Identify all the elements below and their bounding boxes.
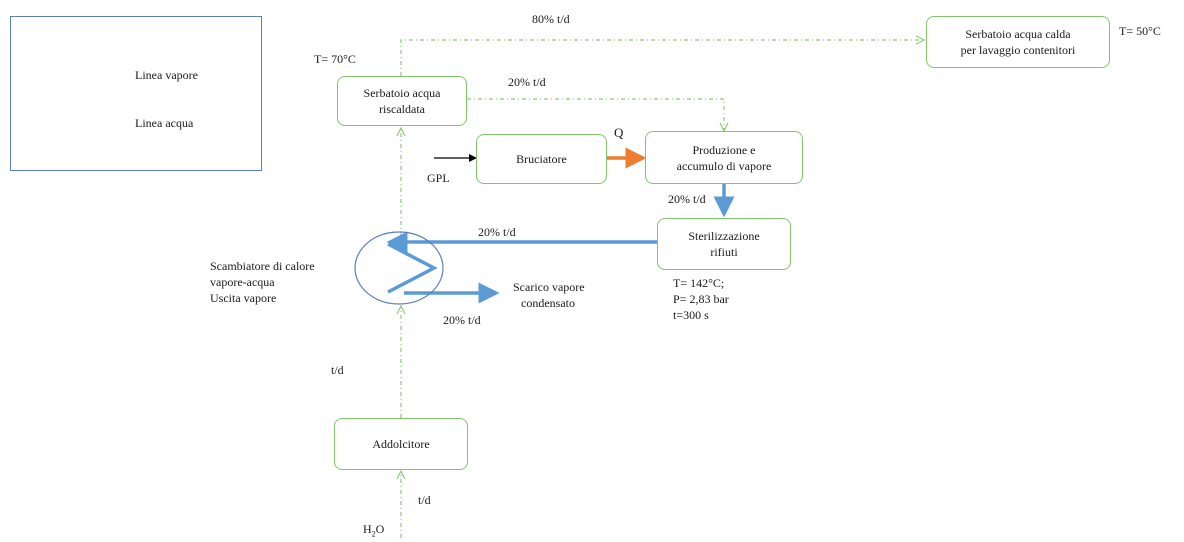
wash-tank-label-2: per lavaggio contenitori (960, 43, 1076, 57)
legend-steam-label: Linea vapore (135, 68, 198, 82)
discharge-label-2: condensato (521, 296, 575, 310)
hx-label-1: Scambiatore di calore (210, 259, 315, 273)
wash-tank-label-1: Serbatoio acqua calda (965, 27, 1071, 41)
hot-water-tank-label-1: Serbatoio acqua (363, 86, 441, 100)
flow-label-20-steam: 20% t/d (668, 192, 706, 206)
hot-water-tank-node: Serbatoio acqua riscaldata (337, 76, 467, 126)
discharge-label-1: Scarico vapore (513, 280, 585, 294)
water-inlet-tail: O (375, 522, 385, 536)
legend (10, 16, 262, 171)
temp-label-70: T= 70°C (314, 52, 356, 66)
heat-exchanger-shell (354, 231, 444, 305)
legend-water-label: Linea acqua (135, 116, 194, 130)
sterilization-label-2: rifiuti (710, 245, 738, 259)
flow-label-20-discharge: 20% t/d (443, 313, 481, 327)
flow-label-td-mid: t/d (331, 363, 344, 377)
water-inlet-label: H2O (363, 521, 384, 542)
water-line-to-steam-production (467, 98, 724, 131)
flow-label-20-tank: 20% t/d (508, 75, 546, 89)
water-inlet-sub: 2 (371, 529, 376, 539)
hot-water-tank-label-2: riscaldata (379, 102, 425, 116)
temp-label-50: T= 50°C (1119, 24, 1161, 38)
hx-label-2: vapore-acqua (210, 275, 275, 289)
sterilization-time: t=300 s (673, 308, 709, 322)
water-inlet-base: H (363, 522, 372, 536)
flow-label-20-return: 20% t/d (478, 225, 516, 239)
sterilization-node: Sterilizzazione rifiuti (657, 218, 791, 270)
heat-exchanger-coil (387, 242, 438, 294)
gpl-label: GPL (427, 171, 450, 185)
sterilization-pressure: P= 2,83 bar (673, 292, 729, 306)
flow-label-80: 80% t/d (532, 12, 570, 26)
softener-label: Addolcitore (372, 437, 430, 451)
hx-label-3: Uscita vapore (210, 291, 277, 305)
burner-node: Bruciatore (476, 134, 607, 184)
sterilization-label-1: Sterilizzazione (688, 229, 760, 243)
sterilization-temp: T= 142°C; (673, 276, 725, 290)
steam-production-label-1: Produzione e (692, 142, 756, 157)
burner-label: Bruciatore (516, 152, 567, 166)
softener-node: Addolcitore (334, 418, 468, 470)
water-line-to-wash-tank (400, 40, 924, 76)
steam-production-label-2: accumulo di vapore (676, 158, 772, 173)
q-label: Q (614, 125, 624, 140)
wash-tank-node: Serbatoio acqua calda per lavaggio conten… (926, 16, 1110, 68)
flow-label-td-bottom: t/d (418, 493, 431, 507)
